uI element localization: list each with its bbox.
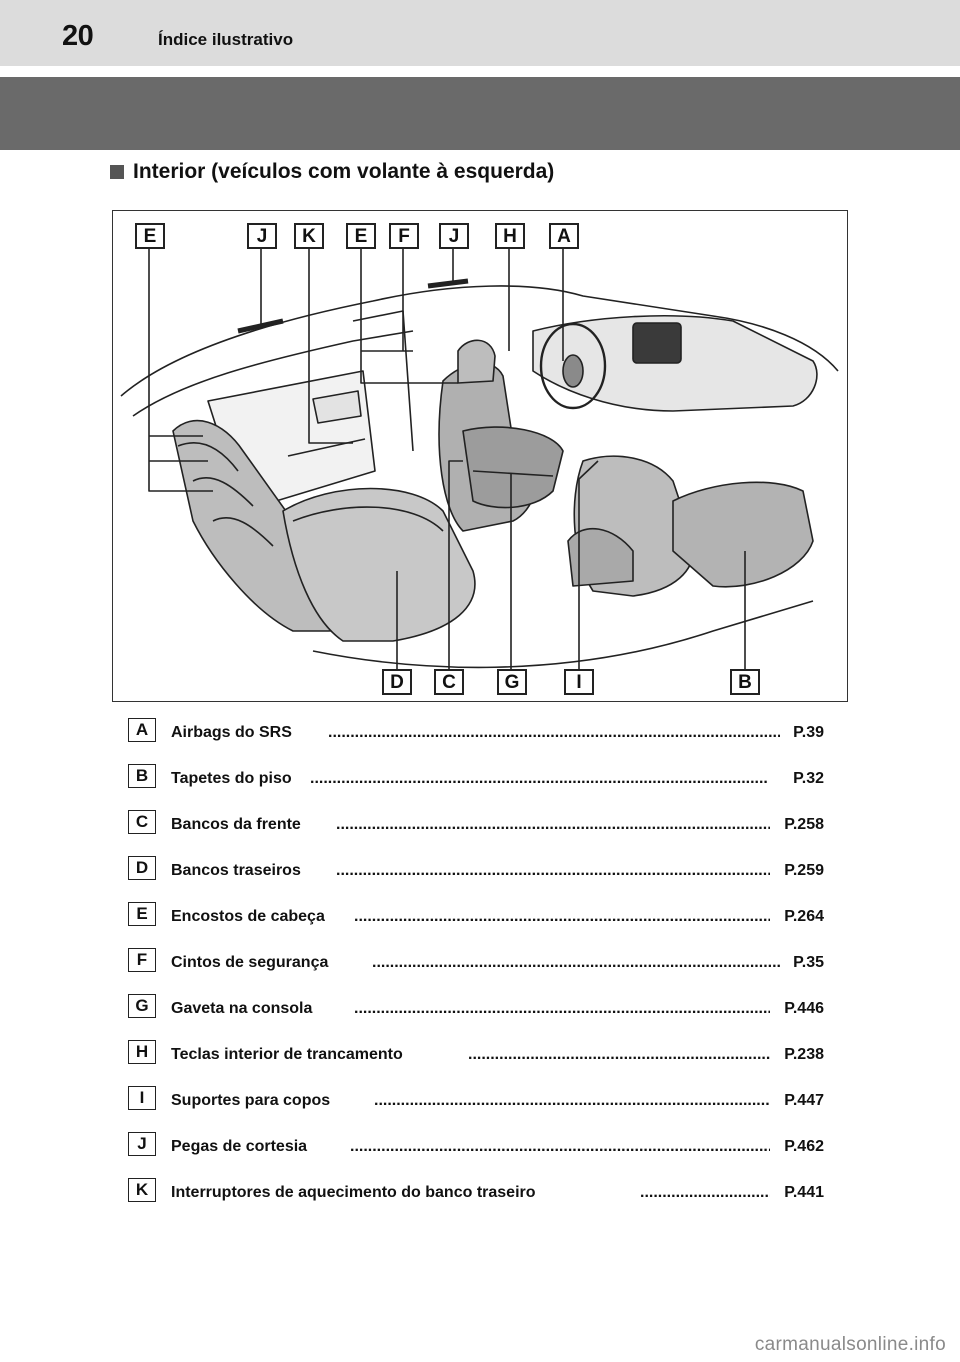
dot-leader: ........................................… <box>350 1138 770 1155</box>
dot-leader: ........................................… <box>310 770 768 787</box>
page-reference[interactable]: P.446 <box>781 1000 824 1018</box>
letter-box: E <box>128 902 156 926</box>
page-number: 20 <box>62 20 94 52</box>
dot-leader: ........................................… <box>374 1092 770 1109</box>
item-label: Bancos da frente <box>171 816 301 833</box>
letter-box: A <box>128 718 156 742</box>
letter-box: C <box>128 810 156 834</box>
section-heading: Interior (veículos com volante à esquerd… <box>110 160 554 184</box>
letter-box: G <box>128 994 156 1018</box>
page-reference[interactable]: P.441 <box>781 1184 824 1202</box>
square-bullet-icon <box>110 165 124 179</box>
page-reference[interactable]: P.39 <box>790 724 824 742</box>
item-label: Encostos de cabeça <box>171 908 325 925</box>
callout-B-floor-mat: B <box>730 669 760 695</box>
section-banner <box>0 77 960 150</box>
list-item: G Gaveta na consola ....................… <box>128 994 828 1024</box>
item-label: Pegas de cortesia <box>171 1138 308 1155</box>
list-item: E Encostos de cabeça ...................… <box>128 902 828 932</box>
item-label: Airbags do SRS <box>171 724 292 741</box>
item-label: Interruptores de aquecimento do banco tr… <box>171 1184 536 1201</box>
callout-J-grab-handle: J <box>439 223 469 249</box>
page-reference[interactable]: P.264 <box>781 908 824 926</box>
list-item: I Suportes para copos ..................… <box>128 1086 828 1116</box>
letter-box: H <box>128 1040 156 1064</box>
section-title: Interior (veículos com volante à esquerd… <box>133 160 555 183</box>
car-interior-drawing <box>120 248 839 671</box>
callout-G-console-box: G <box>497 669 527 695</box>
page-reference[interactable]: P.447 <box>781 1092 824 1110</box>
list-item: H Teclas interior de trancamento .......… <box>128 1040 828 1070</box>
header-title: Índice ilustrativo <box>158 30 294 49</box>
dot-leader: ........................................… <box>336 816 770 833</box>
dot-leader: ........................................… <box>372 954 780 971</box>
callout-E-headrest: E <box>346 223 376 249</box>
letter-box: B <box>128 764 156 788</box>
item-label: Cintos de segurança <box>171 954 329 971</box>
page-reference[interactable]: P.462 <box>781 1138 824 1156</box>
item-label: Bancos traseiros <box>171 862 301 879</box>
list-item: D Bancos traseiros .....................… <box>128 856 828 886</box>
letter-box: D <box>128 856 156 880</box>
item-label: Gaveta na consola <box>171 1000 313 1017</box>
letter-box: J <box>128 1132 156 1156</box>
watermark: carmanualsonline.info <box>754 1334 946 1355</box>
item-label: Suportes para copos <box>171 1092 331 1109</box>
dot-leader: ........................................… <box>354 908 770 925</box>
dot-leader: ........................................… <box>336 862 770 879</box>
list-item: J Pegas de cortesia ....................… <box>128 1132 828 1162</box>
callout-J-grab-handle: J <box>247 223 277 249</box>
page-reference[interactable]: P.238 <box>781 1046 824 1064</box>
page-reference[interactable]: P.35 <box>790 954 824 972</box>
callout-C-front-seat: C <box>434 669 464 695</box>
callout-E-headrest: E <box>135 223 165 249</box>
page-reference[interactable]: P.259 <box>781 862 824 880</box>
callout-D-rear-seat: D <box>382 669 412 695</box>
item-label: Teclas interior de trancamento <box>171 1046 403 1063</box>
interior-illustration: E J K E F J H A D C G I B <box>112 210 848 702</box>
callout-A-airbag: A <box>549 223 579 249</box>
page-reference[interactable]: P.258 <box>781 816 824 834</box>
list-item: C Bancos da frente .....................… <box>128 810 828 840</box>
list-item: F Cintos de segurança ..................… <box>128 948 828 978</box>
callout-H-door-lock: H <box>495 223 525 249</box>
dot-leader: ........................................… <box>354 1000 770 1017</box>
dot-leader: ........................................… <box>640 1184 770 1201</box>
letter-box: K <box>128 1178 156 1202</box>
letter-box: F <box>128 948 156 972</box>
list-item: K Interruptores de aquecimento do banco … <box>128 1178 828 1208</box>
list-item: A Airbags do SRS .......................… <box>128 718 828 748</box>
letter-box: I <box>128 1086 156 1110</box>
dot-leader: ........................................… <box>328 724 780 741</box>
header-band <box>0 0 960 66</box>
callout-I-cup-holder: I <box>564 669 594 695</box>
callout-F-seat-belt: F <box>389 223 419 249</box>
page-reference[interactable]: P.32 <box>790 770 824 788</box>
list-item: B Tapetes do piso ......................… <box>128 764 828 794</box>
dot-leader: ........................................… <box>468 1046 770 1063</box>
callout-K-heater-switch: K <box>294 223 324 249</box>
item-label: Tapetes do piso <box>171 770 292 787</box>
